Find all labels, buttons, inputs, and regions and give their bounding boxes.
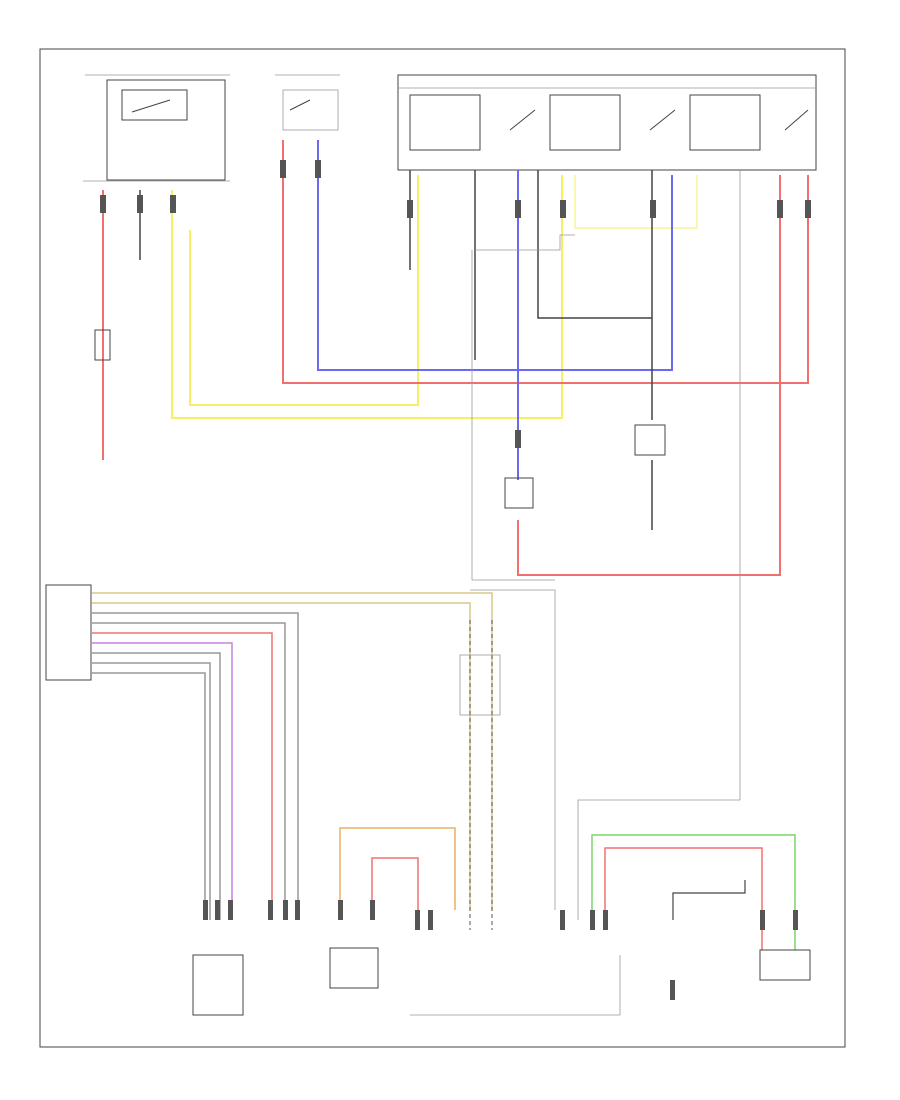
relay-block [397,74,817,171]
wire-gray-3 [92,652,221,920]
connector-left [45,584,92,681]
wire-green [591,834,796,950]
wire-thin-frame [471,250,555,581]
wire-yellow-outer [171,175,563,419]
module-small-2 [504,477,534,509]
wire-red-small [371,857,419,930]
wire-gray-2 [92,622,286,920]
wire-red-bottom [517,175,781,576]
wire-gray-5 [92,672,206,920]
wire-violet [92,642,233,920]
wire-thin-frame-2 [577,170,741,920]
junction-1 [459,654,501,716]
connector-ticks [100,160,811,1000]
wire-yellow-inner [189,175,419,406]
wire-red-right [604,847,763,950]
wire-tan-1 [92,592,493,910]
module-small-3 [94,329,111,361]
fuse-box-left [83,74,230,182]
wire-red-middle [282,140,809,384]
wire-gray-1 [92,612,299,920]
wire-thin-frame-3 [470,589,556,910]
fuse-box-middle [275,74,340,131]
module-bottom-1 [192,954,244,1016]
wire-dark-1 [537,170,653,319]
diagram-frame [39,48,846,1048]
wire-blue-loop [317,140,673,371]
module-small-1 [634,424,666,456]
module-bottom-3 [759,949,811,981]
wire-pink-1 [92,632,273,920]
wire-dark-right [672,880,746,920]
wire-yellow-right [574,175,698,229]
wire-thin-gray [475,234,575,251]
module-bottom-2 [329,947,379,989]
wire-tan-2 [92,602,471,910]
wire-gray-4 [92,662,211,920]
wire-orange [339,827,456,920]
